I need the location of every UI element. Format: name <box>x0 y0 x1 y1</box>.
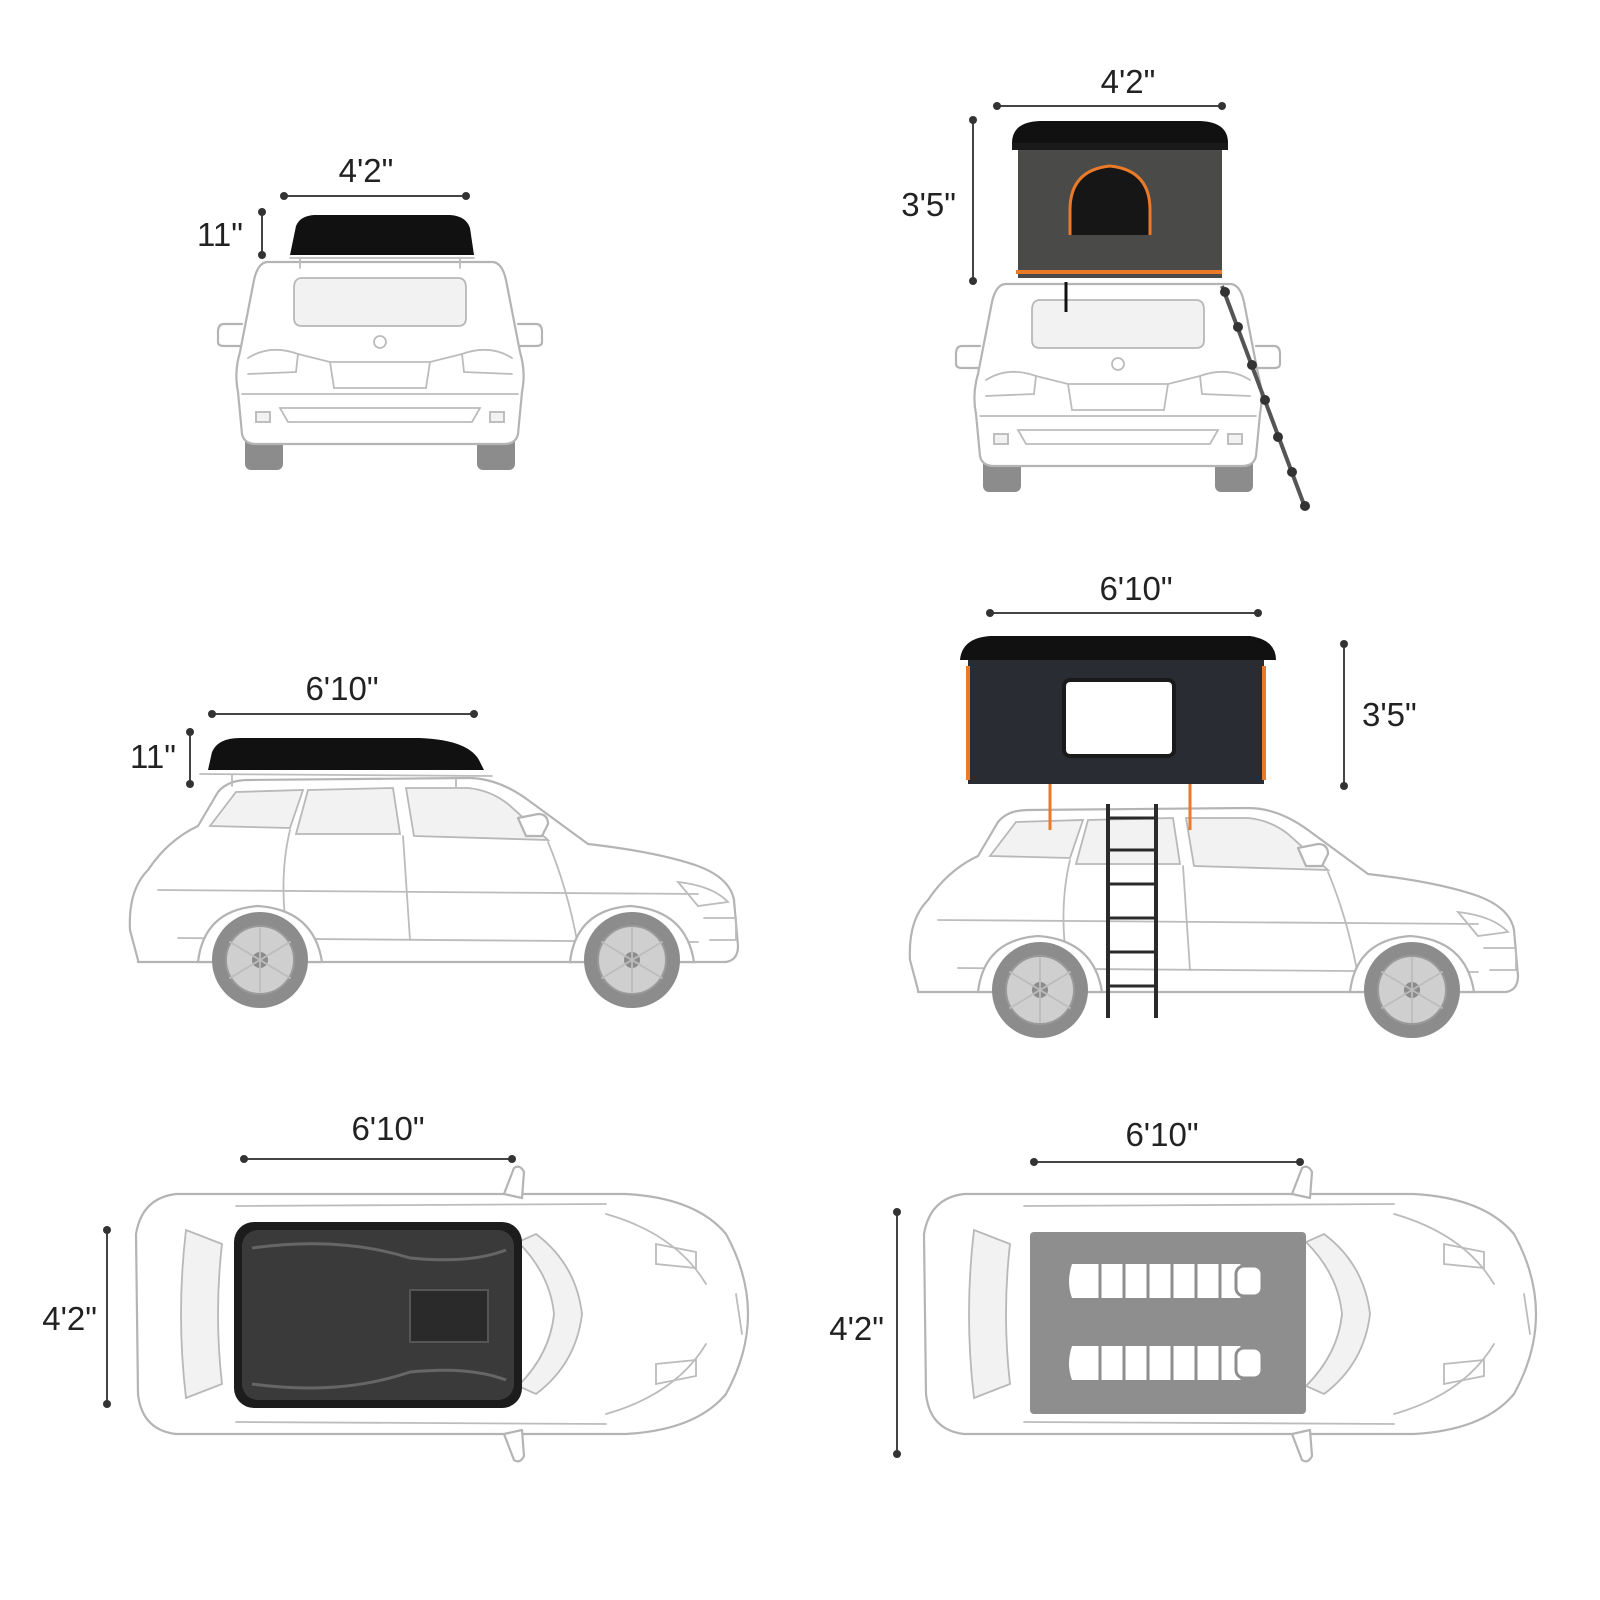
label-width-open-top: 4'2" <box>829 1310 884 1347</box>
label-width-open-rear: 4'2" <box>1101 63 1156 100</box>
dim-height-closed-rear <box>258 208 266 259</box>
car-side-view-open <box>908 806 1520 1040</box>
dim-width-open-rear <box>993 102 1226 110</box>
label-width-closed-rear: 4'2" <box>339 152 394 189</box>
label-height-closed-rear: 11" <box>197 216 243 253</box>
sleeping-bag-icon <box>1069 1346 1264 1380</box>
dim-length-closed-side <box>208 710 478 718</box>
dim-height-open-side <box>1340 640 1348 790</box>
dim-height-open-rear <box>969 116 977 285</box>
panel-closed-side: 6'10" 11" <box>128 670 740 1010</box>
tent-open-rear <box>1012 121 1228 312</box>
label-width-closed-top: 4'2" <box>42 1300 97 1337</box>
panel-open-top: 6'10" 4'2" <box>829 1116 1538 1463</box>
label-height-open-side: 3'5" <box>1362 696 1417 733</box>
tent-closed-side <box>208 738 484 770</box>
dim-length-open-side <box>986 609 1262 617</box>
panel-closed-rear: 4'2" 11" <box>197 152 544 472</box>
dim-length-closed-top <box>240 1155 516 1163</box>
dim-length-open-top <box>1030 1158 1304 1166</box>
label-length-closed-side: 6'10" <box>305 670 378 707</box>
car-rear-view <box>216 260 544 472</box>
label-length-open-side: 6'10" <box>1099 570 1172 607</box>
sleeping-bag-icon <box>1069 1264 1264 1298</box>
label-height-closed-side: 11" <box>130 738 176 775</box>
dim-height-closed-side <box>186 728 194 788</box>
tent-open-top <box>1030 1232 1306 1414</box>
dim-width-open-top <box>893 1208 901 1458</box>
dim-width-closed-top <box>103 1226 111 1408</box>
tent-closed-top <box>234 1222 522 1408</box>
panel-closed-top: 6'10" 4'2" <box>42 1110 750 1463</box>
label-length-open-top: 6'10" <box>1125 1116 1198 1153</box>
tent-open-side <box>960 636 1276 830</box>
panel-open-side: 6'10" 3'5" <box>908 570 1520 1040</box>
label-height-open-rear: 3'5" <box>901 186 956 223</box>
panel-open-rear: 4'2" 3'5" <box>901 63 1310 511</box>
tent-closed-rear <box>290 215 474 255</box>
dim-width-closed-rear <box>280 192 470 200</box>
label-length-closed-top: 6'10" <box>351 1110 424 1147</box>
ladder-side-view <box>1106 804 1158 1018</box>
ladder-rear-view <box>1220 285 1310 511</box>
car-side-view <box>128 776 740 1010</box>
